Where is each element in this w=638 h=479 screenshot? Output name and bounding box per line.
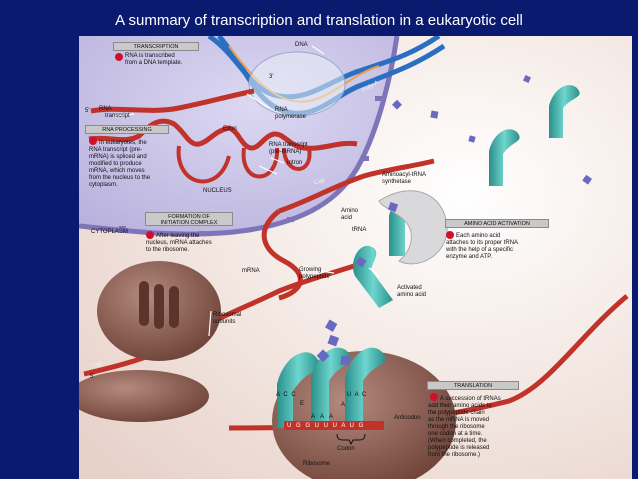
intron-loop-1 xyxy=(176,145,231,184)
codon-strip xyxy=(284,421,384,430)
mrna-cytoplasm-strand xyxy=(261,209,303,301)
nucleus-label: NUCLEUS xyxy=(203,188,232,194)
trna-left-bases: A C C xyxy=(276,392,297,398)
rna-processing-header: RNA PROCESSING xyxy=(85,125,169,134)
leader-lines xyxy=(113,45,380,337)
pre-mrna-label: RNA transcript(pre-mRNA) xyxy=(269,142,308,155)
codon-label: Codon xyxy=(337,446,355,452)
diagram-panel: TRANSCRIPTION RNA PROCESSING FORMATION O… xyxy=(79,36,632,479)
intron-loop-3 xyxy=(282,147,312,171)
mrna-exit-strand xyxy=(278,158,435,214)
nuclear-pores xyxy=(119,96,382,236)
step-dot-rna-processing xyxy=(89,137,97,145)
exon-label: Exon xyxy=(223,126,237,132)
cytoplasm-label: CYTOPLASM xyxy=(91,229,128,235)
amino-acid-activation-text: Each amino acid attaches to its proper t… xyxy=(446,233,519,260)
intron-loop-2 xyxy=(241,147,280,179)
diagram-artwork xyxy=(79,36,632,479)
mrna-to-ribosome xyxy=(83,263,355,377)
intron-label: Intron xyxy=(287,160,303,166)
initiation-text: After leaving the nucleus, mRNA attaches… xyxy=(146,233,212,253)
page-title: A summary of transcription and translati… xyxy=(115,12,523,29)
ribosomal-small-subunit xyxy=(79,370,209,422)
initiation-header: FORMATION OF INITIATION COMPLEX xyxy=(145,212,233,226)
anticodon-sequence: A A A xyxy=(311,414,336,420)
initiation-header-line-1: FORMATION OF xyxy=(168,214,210,220)
five-prime-top-label: 5' xyxy=(85,108,90,114)
mrna-label: mRNA xyxy=(242,268,260,274)
amino-acid-activation-header: AMINO ACID ACTIVATION xyxy=(445,219,549,228)
step-dot-initiation xyxy=(146,231,154,239)
step-dot-translation xyxy=(430,393,438,401)
step-dot-transcription xyxy=(115,53,123,61)
rna-polymerase xyxy=(248,51,346,117)
anticodon-label: Anticodon xyxy=(394,415,421,421)
codon-brace xyxy=(336,433,366,446)
translation-text: A succession of tRNAs add their amino ac… xyxy=(428,396,501,458)
trna-on-ribosome xyxy=(277,347,386,428)
five-prime-bottom-label: 5' xyxy=(90,374,95,380)
transcription-header: TRANSCRIPTION xyxy=(113,42,199,51)
rna-transcript-strand xyxy=(90,88,255,114)
rna-processing-text: In eukaryotes, the RNA transcript (pre-m… xyxy=(89,140,151,188)
ribosome-label: Ribosome xyxy=(303,461,331,467)
codon-sequence: U G G U U U A U G xyxy=(287,423,365,429)
initiation-header-line-2: INITIATION COMPLEX xyxy=(160,220,218,226)
ribosome-grooves xyxy=(139,281,179,329)
translation-header: TRANSLATION xyxy=(427,381,519,390)
trna-label: tRNA xyxy=(352,227,367,233)
trna-right-bases: U A C xyxy=(347,392,368,398)
three-prime-label: 3' xyxy=(269,74,274,80)
dna-label: DNA xyxy=(295,42,308,48)
step-dot-amino-acid-activation xyxy=(446,231,454,239)
a-site-label: A xyxy=(341,402,346,408)
e-site-label: E xyxy=(300,401,305,407)
